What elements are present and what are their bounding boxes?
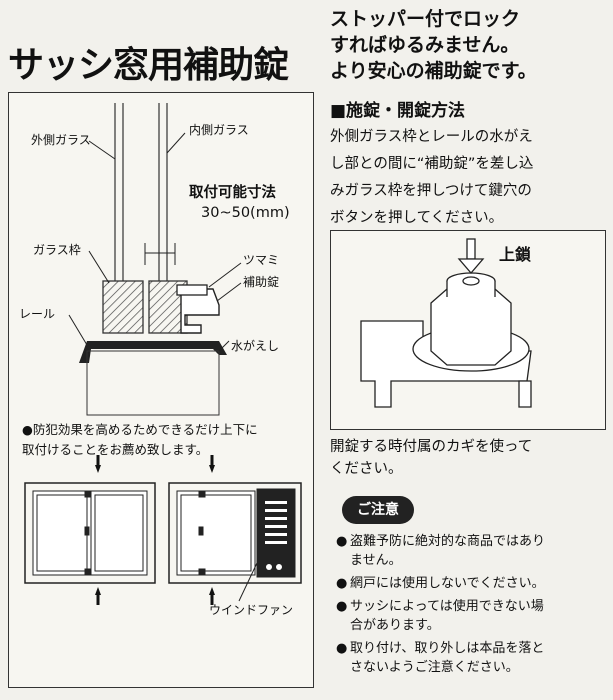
method-line: ボタンを押してください。 [330, 210, 504, 226]
method-line: 外側ガラス枠とレールの水がえ [330, 129, 533, 145]
caution-badge: ご注意 [342, 496, 414, 524]
caution-line: 網戸には使用しないでください。 [350, 576, 545, 591]
inner-glass-label: 内側ガラス [189, 123, 249, 137]
knob-label: ツマミ [243, 253, 280, 267]
method-title: ■施錠・開錠方法 [330, 101, 466, 121]
outer-glass-frame [102, 280, 144, 334]
window-sash-1 [24, 482, 156, 584]
aux-lock-shape [180, 288, 220, 334]
bullet: ● [336, 576, 348, 591]
position-arrows [95, 455, 215, 605]
anti-crime-note: ●防犯効果を高めるためできるだけ上下に 取付けることをお薦め致します。 [22, 420, 312, 460]
caution-list: ● 盗難予防に絶対的な商品ではありません。 ● 網戸には使用しないでください。 … [336, 532, 608, 681]
method-line: し部との間に“補助錠”を差し込 [330, 156, 534, 172]
caution-item: ● 網戸には使用しないでください。 [336, 574, 608, 593]
caution-line: サッシによっては使用できない場 [350, 599, 544, 614]
lock-illustration [360, 238, 532, 408]
installation-diagram [24, 103, 302, 605]
keyhole-button-icon [462, 276, 480, 286]
mount-size-value: 30~50(mm) [201, 205, 290, 221]
anti-crime-line: 取付けることをお薦め致します。 [22, 442, 209, 457]
bullet: ● [336, 534, 348, 549]
glass-panes [114, 103, 168, 281]
method-text: 外側ガラス枠とレールの水がえ し部との間に“補助錠”を差し込 みガラス枠を押しつ… [330, 124, 612, 232]
unlock-line: ください。 [330, 461, 403, 477]
lock-foot [518, 380, 532, 408]
headline-line: すればゆるみません。 [330, 34, 520, 56]
press-arrow-icon [457, 238, 485, 274]
aux-lock-label: 補助錠 [243, 275, 280, 289]
drip-label: 水がえし [231, 339, 280, 353]
rail-label: レール [19, 307, 56, 321]
caution-line: さないようご注意ください。 [350, 660, 519, 675]
headline: ストッパー付でロック すればゆるみません。 より安心の補助錠です。 [330, 6, 610, 84]
mount-size-label: 取付可能寸法 [189, 185, 276, 201]
caution-item: ● サッシによっては使用できない場合があります。 [336, 597, 608, 635]
bullet: ● [336, 599, 348, 614]
caution-line: 盗難予防に絶対的な商品ではあり [350, 534, 546, 549]
headline-line: より安心の補助錠です。 [330, 60, 537, 82]
outer-glass-label: 外側ガラス [31, 133, 91, 147]
lock-hex-nut [430, 288, 512, 366]
unlock-note: 開錠する時付属のカギを使って ください。 [330, 436, 610, 480]
lock-label: 上鎖 [499, 245, 532, 264]
sill [86, 350, 220, 416]
page-title: サッシ窓用補助錠 [8, 45, 289, 86]
installation-diagram-panel: 外側ガラス 内側ガラス 取付可能寸法 30~50(mm) ガラス枠 ツマミ 補助… [8, 92, 314, 688]
caution-line: ません。 [350, 553, 402, 568]
anti-crime-line: ●防犯効果を高めるためできるだけ上下に [22, 422, 258, 437]
window-fan-shape [265, 501, 287, 570]
headline-line: ストッパー付でロック [330, 8, 521, 30]
knob-shape [176, 284, 208, 296]
method-line: みガラス枠を押しつけて鍵穴の [330, 183, 532, 199]
unlock-line: 開錠する時付属のカギを使って [330, 439, 533, 455]
rail-drip-shape [79, 341, 227, 363]
caution-line: 合があります。 [350, 618, 440, 633]
window-fan-label: ウインドファン [209, 603, 294, 617]
caution-line: 取り付け、取り外しは本品を落と [350, 641, 545, 656]
bullet: ● [336, 641, 348, 656]
lock-illustration-panel: 上鎖 [330, 230, 606, 430]
caution-item: ● 取り付け、取り外しは本品を落とさないようご注意ください。 [336, 639, 608, 677]
caution-item: ● 盗難予防に絶対的な商品ではありません。 [336, 532, 608, 570]
glass-frame-label: ガラス枠 [33, 243, 81, 257]
